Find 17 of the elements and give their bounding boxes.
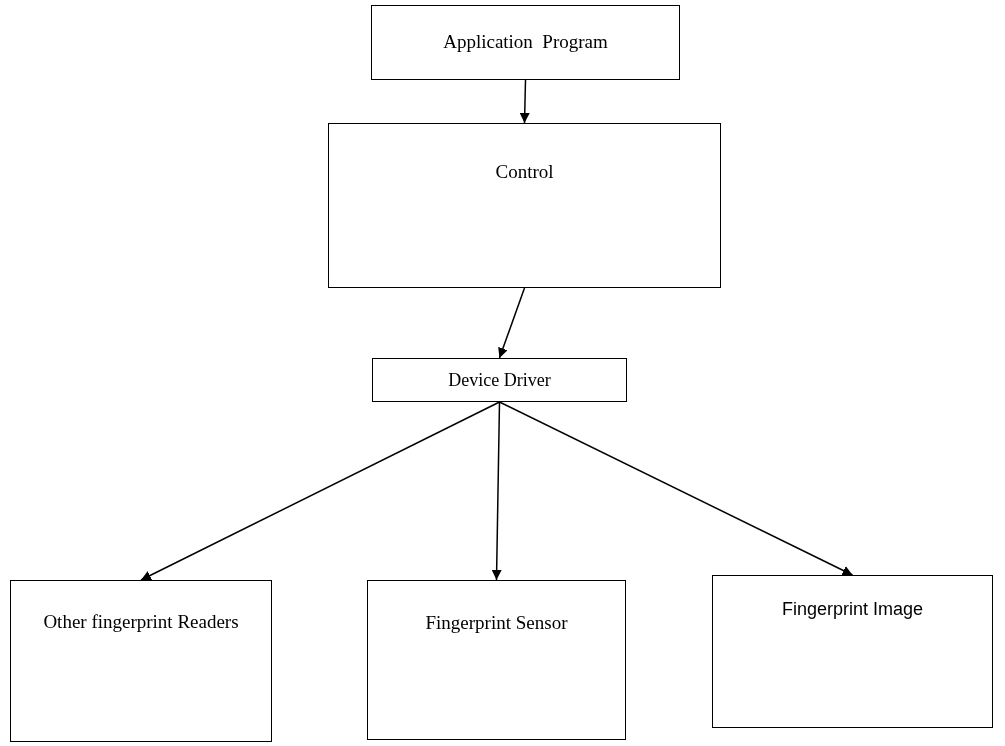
process-box: [10, 580, 272, 742]
process-box: [712, 575, 993, 728]
arrow: [491, 401, 502, 581]
box-label: Device Driver: [448, 368, 551, 392]
process-box: [371, 5, 680, 80]
arrow: [519, 79, 530, 124]
process-box: [372, 358, 627, 402]
box-label: Other fingerprint Readers: [43, 610, 239, 634]
arrow: [140, 401, 501, 581]
box-label: Fingerprint Image: [781, 598, 924, 621]
box-label: Fingerprint Sensor: [425, 611, 568, 635]
process-box: [367, 580, 626, 740]
arrow: [498, 401, 854, 576]
arrow: [498, 287, 526, 359]
process-box: [328, 123, 721, 288]
box-label: Control: [495, 160, 554, 184]
box-label: Application Program: [443, 30, 608, 55]
